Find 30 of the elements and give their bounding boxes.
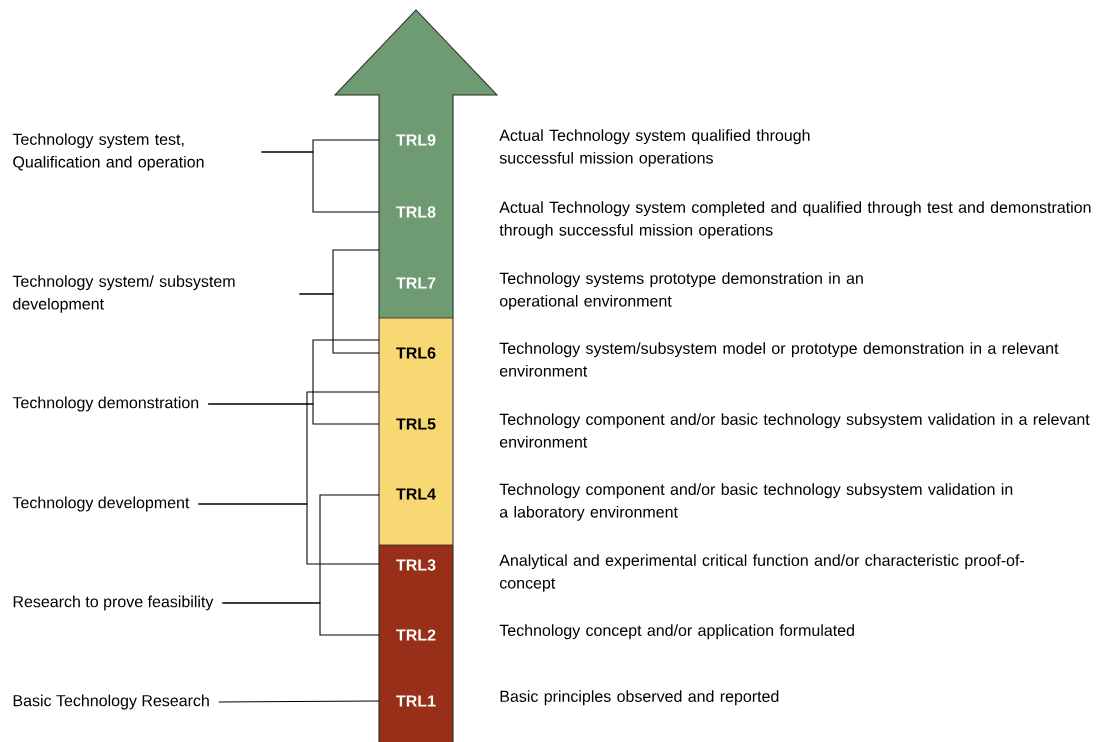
level-label: TRL8 <box>396 206 436 218</box>
level-label: TRL3 <box>396 559 436 571</box>
description-text: Analytical and experimental critical function and/or characteristic proof-of-concept <box>499 554 1025 592</box>
description-text: Technology concept and/or application formulated <box>499 624 854 640</box>
stage-label: Technology demonstration <box>12 396 199 412</box>
description-text: Technology systems prototype demonstration in an operational environment <box>499 272 863 310</box>
level-label: TRL6 <box>396 347 436 359</box>
bracket-line <box>197 503 380 565</box>
description-text: Technology system/subsystem model or prototype demonstration in a relevant environment <box>499 342 1059 377</box>
bracket-line <box>207 403 380 425</box>
stage-label: Technology development <box>12 496 190 512</box>
bracket-line <box>298 293 380 354</box>
level-label: TRL1 <box>396 695 436 707</box>
stage-label: Basic Technology Research <box>13 694 209 710</box>
bracket-line <box>221 602 380 636</box>
description-text: Basic principles observed and reported <box>500 690 779 706</box>
stage-label: Technology system/ subsystem development <box>12 275 235 313</box>
description-text: Actual Technology system completed and qualified through test and demonstration through successful mission operations <box>499 201 1091 239</box>
description-text: Actual Technology system qualified through successful mission operations <box>499 129 810 167</box>
level-label: TRL2 <box>396 629 436 641</box>
level-label: TRL4 <box>396 488 436 500</box>
stage-label: Research to prove feasibility <box>13 595 214 611</box>
bracket-line <box>260 151 380 213</box>
stage-label: Technology system test, Qualification and operation <box>12 133 204 171</box>
level-label: TRL5 <box>396 418 436 430</box>
description-text: Technology component and/or basic technology subsystem validation in a relevant environment <box>499 413 1090 448</box>
level-label: TRL9 <box>396 134 436 146</box>
level-label: TRL7 <box>396 277 436 289</box>
bracket-line <box>218 700 380 703</box>
description-text: Technology component and/or basic technology subsystem validation in a laboratory environment <box>499 483 1013 521</box>
